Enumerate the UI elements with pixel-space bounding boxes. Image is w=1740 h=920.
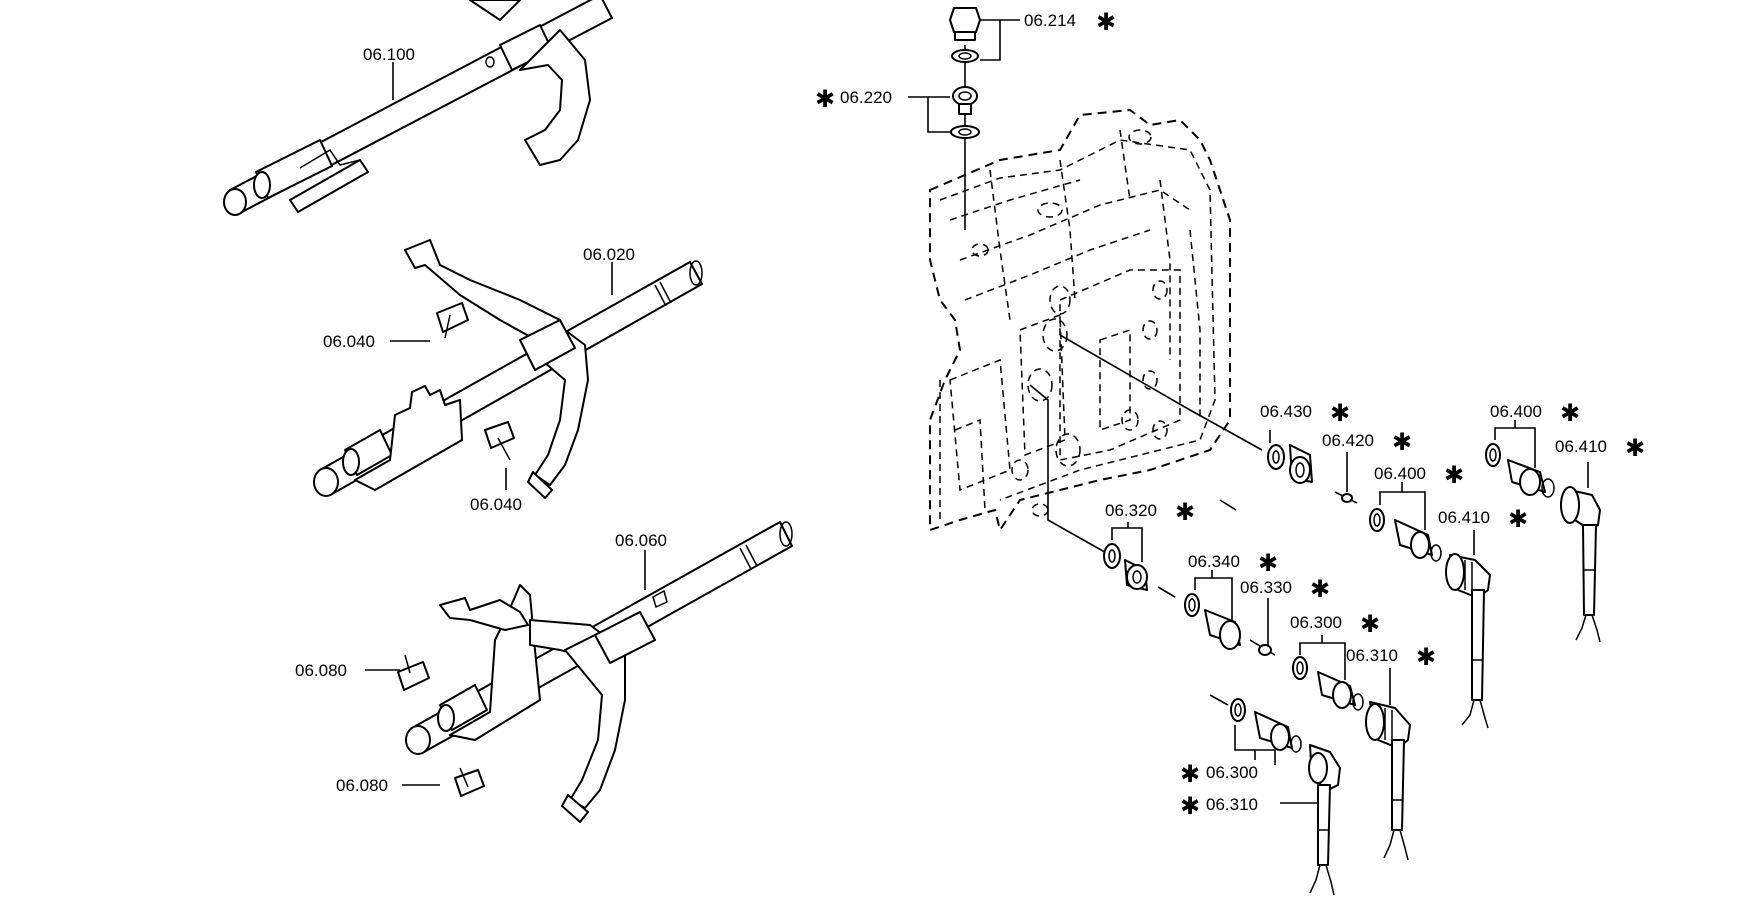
- callout-06040-upper: 06.040: [323, 332, 375, 351]
- callout-06220-star: ✱: [815, 85, 835, 113]
- switch-06300-middle: [1292, 656, 1364, 711]
- callout-06400-upper-star: ✱: [1560, 399, 1580, 427]
- callout-06214: 06.214: [1024, 11, 1076, 30]
- connector-06410-upper: [1560, 486, 1601, 643]
- callout-06400-middle-star: ✱: [1444, 461, 1464, 489]
- callout-06320-star: ✱: [1175, 498, 1195, 526]
- callout-06420: 06.420: [1322, 431, 1374, 450]
- leader-sensor-line-lower-b: [1157, 586, 1176, 598]
- ball-pin-06420: [1334, 491, 1358, 504]
- seal-ring-06220: [950, 86, 980, 139]
- plug-06340: [1184, 593, 1241, 650]
- callout-06410-middle-star: ✱: [1508, 505, 1528, 533]
- callout-06420-star: ✱: [1392, 428, 1412, 456]
- seal-06430: [1267, 444, 1313, 484]
- callout-06100: 06.100: [363, 45, 415, 64]
- callout-06400-middle: 06.400: [1374, 464, 1426, 483]
- callout-06410-upper: 06.410: [1555, 437, 1607, 456]
- callout-06040-lower: 06.040: [470, 495, 522, 514]
- callout-06410-upper-star: ✱: [1625, 434, 1645, 462]
- callout-labels: 06.100 06.020 06.040 06.040 06.060 06.08…: [295, 8, 1645, 820]
- switch-06400-middle: [1369, 508, 1442, 562]
- pin-06040-upper: [436, 302, 469, 339]
- leader-sensor-line-upper: [1059, 334, 1263, 451]
- leader-sensor-line-lower: [1029, 384, 1111, 556]
- callout-06340: 06.340: [1188, 552, 1240, 571]
- callout-06060: 06.060: [615, 531, 667, 550]
- pin-06080-upper: [397, 654, 430, 691]
- shift-rail-06060: [405, 521, 793, 823]
- callout-06430-star: ✱: [1330, 399, 1350, 427]
- callout-06310-lower: 06.310: [1206, 795, 1258, 814]
- callout-06320: 06.320: [1105, 501, 1157, 520]
- connector-06310-middle: [1365, 701, 1411, 861]
- connector-06310-lower: [1308, 744, 1341, 896]
- leader-lines: [365, 19, 1589, 804]
- shift-rail-06020: [313, 239, 703, 499]
- callout-06400-upper: 06.400: [1490, 402, 1542, 421]
- callout-06310-lower-star: ✱: [1180, 792, 1200, 820]
- screw-plug-06214: [949, 7, 981, 63]
- shift-rail-06100: [223, 0, 613, 216]
- callout-06330: 06.330: [1240, 578, 1292, 597]
- switch-06300-lower: [1209, 694, 1302, 753]
- callout-06410-middle: 06.410: [1438, 508, 1490, 527]
- callout-06300-middle-star: ✱: [1360, 610, 1380, 638]
- transmission-housing: [929, 108, 1231, 533]
- callout-06080-upper: 06.080: [295, 661, 347, 680]
- callout-06300-middle: 06.300: [1290, 613, 1342, 632]
- callout-06340-star: ✱: [1258, 549, 1278, 577]
- pin-06080-lower: [454, 767, 485, 797]
- callout-06330-star: ✱: [1310, 575, 1330, 603]
- callout-06214-star: ✱: [1096, 8, 1116, 36]
- ball-pin-06330: [1249, 639, 1276, 656]
- callout-06220: 06.220: [840, 88, 892, 107]
- seal-06320: [1103, 543, 1148, 591]
- callout-06300-lower: 06.300: [1206, 763, 1258, 782]
- pin-06040-lower: [484, 421, 515, 461]
- callout-06310-middle-star: ✱: [1416, 643, 1436, 671]
- callout-06020: 06.020: [583, 245, 635, 264]
- callout-06300-lower-star: ✱: [1180, 760, 1200, 788]
- switch-06400-upper: [1485, 443, 1555, 498]
- callout-06310-middle: 06.310: [1346, 646, 1398, 665]
- callout-06080-lower: 06.080: [336, 776, 388, 795]
- leader-sensor-line-upper-b: [1219, 499, 1237, 511]
- connector-06410-middle: [1445, 553, 1491, 729]
- callout-06430: 06.430: [1260, 402, 1312, 421]
